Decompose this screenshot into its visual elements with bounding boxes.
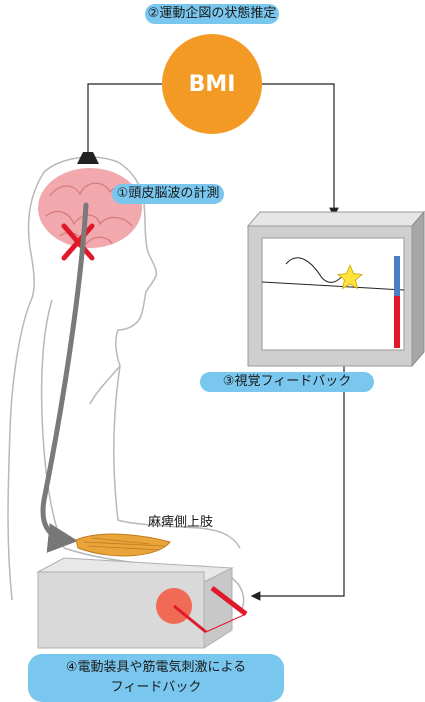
bmi-circle [162, 34, 262, 134]
brain-icon [38, 168, 142, 248]
electrode-cap-icon [77, 152, 99, 164]
flow-lines [87, 83, 345, 601]
step4-line2: フィードバック [110, 680, 202, 695]
star-icon [337, 263, 363, 290]
step4-label: ④電動装具や筋電気刺激による フィードバック [28, 654, 284, 702]
step4-line1: ④電動装具や筋電気刺激による [65, 660, 247, 675]
bmi-label: BMI [188, 72, 236, 97]
cross-icon [61, 223, 95, 261]
paretic-limb-label: 麻痺側上肢 [148, 515, 214, 530]
signal-path [40, 202, 89, 553]
orthosis-box [36, 557, 234, 649]
step3-label: ③視覚フィードバック [200, 372, 374, 392]
muscle-icon [75, 533, 171, 557]
gauge-red-bar [394, 296, 400, 348]
step1-label: ①頭皮脳波の計測 [112, 184, 224, 204]
step2-label: ②運動企図の状態推定 [145, 4, 279, 24]
person-outline [7, 156, 245, 613]
electrode-icon [156, 586, 248, 634]
monitor [246, 210, 425, 368]
gauge-blue-bar [394, 256, 400, 296]
